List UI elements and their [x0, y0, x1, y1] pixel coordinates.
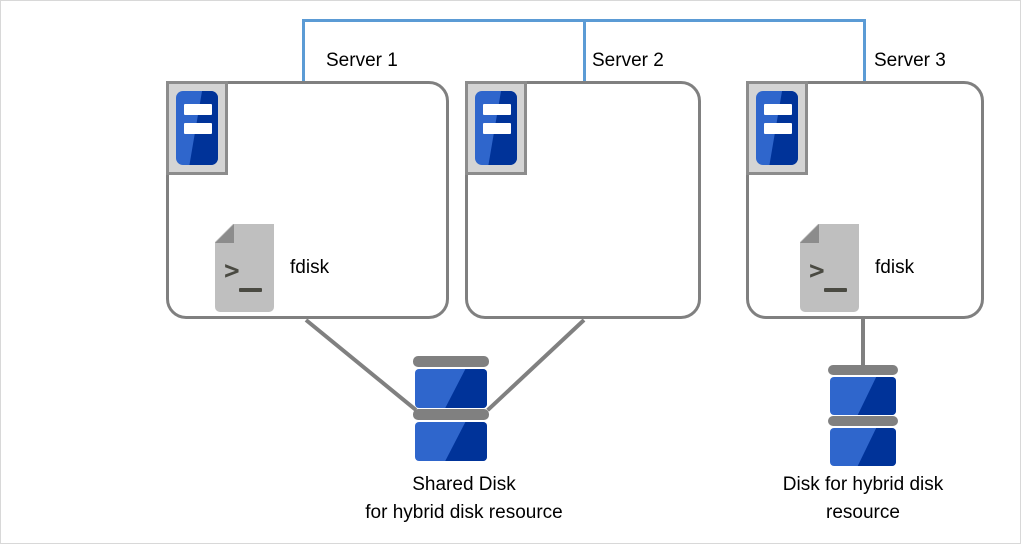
hybrid-disk-caption: Disk for hybrid disk resource [733, 471, 993, 526]
server-icon [746, 81, 808, 175]
disk-platter-upper [415, 369, 487, 408]
disk-platter-shading [857, 428, 896, 466]
hybrid-disk-icon [828, 365, 898, 466]
hybrid-disk-caption-line-1: Disk for hybrid disk [782, 474, 944, 495]
cluster-bracket-drop-server-2 [583, 19, 586, 82]
server-box-3: > fdisk [746, 81, 984, 319]
script-file-icon: > [800, 224, 859, 312]
server-label-2: Server 2 [592, 50, 664, 71]
shared-disk-caption-line-2: for hybrid disk resource [365, 501, 563, 523]
server-icon-bar-top [483, 104, 511, 115]
disk-platter-shading [445, 422, 487, 461]
server-icon [465, 81, 527, 175]
server-icon-bar-top [764, 104, 792, 115]
server-icon-bar-bottom [184, 123, 212, 134]
shared-disk-caption-line-1: Shared Disk [412, 474, 516, 495]
disk-band-top [413, 356, 489, 367]
script-file-icon: > [215, 224, 274, 312]
disk-platter-upper [830, 377, 896, 415]
script-file-fold [215, 224, 234, 243]
server-icon-body [475, 91, 517, 165]
server-label-3: Server 3 [874, 50, 946, 71]
fdisk-group: > fdisk [800, 224, 914, 312]
disk-band-middle [413, 409, 489, 420]
script-file-cursor [824, 288, 847, 292]
server-box-2 [465, 81, 701, 319]
cluster-bracket-drop-server-1 [302, 19, 305, 82]
fdisk-group: > fdisk [215, 224, 329, 312]
disk-platter-shading [445, 369, 487, 408]
shared-disk-caption: Shared Disk for hybrid disk resource [314, 471, 614, 526]
shared-disk-icon [413, 356, 489, 461]
connector-server1-to-shared-disk [304, 318, 418, 412]
server-icon-body [176, 91, 218, 165]
fdisk-label: fdisk [875, 257, 915, 278]
cluster-bracket-drop-server-3 [863, 19, 866, 82]
disk-platter-shading [857, 377, 896, 415]
server-box-1: > fdisk [166, 81, 449, 319]
server-label-1: Server 1 [326, 50, 398, 71]
disk-platter-lower [415, 422, 487, 461]
server-icon-body [756, 91, 798, 165]
server-icon-bar-bottom [483, 123, 511, 134]
fdisk-label: fdisk [290, 257, 330, 278]
server-icon-bar-top [184, 104, 212, 115]
script-file-prompt-glyph: > [224, 256, 240, 286]
script-file-prompt-glyph: > [809, 256, 825, 286]
disk-band-top [828, 365, 898, 375]
hybrid-disk-caption-line-2: resource [826, 501, 900, 523]
disk-band-middle [828, 416, 898, 426]
server-icon [166, 81, 228, 175]
disk-platter-lower [830, 428, 896, 466]
script-file-cursor [239, 288, 262, 292]
connector-server3-to-hybrid-disk [861, 319, 865, 367]
connector-server2-to-shared-disk [486, 318, 586, 412]
server-icon-bar-bottom [764, 123, 792, 134]
